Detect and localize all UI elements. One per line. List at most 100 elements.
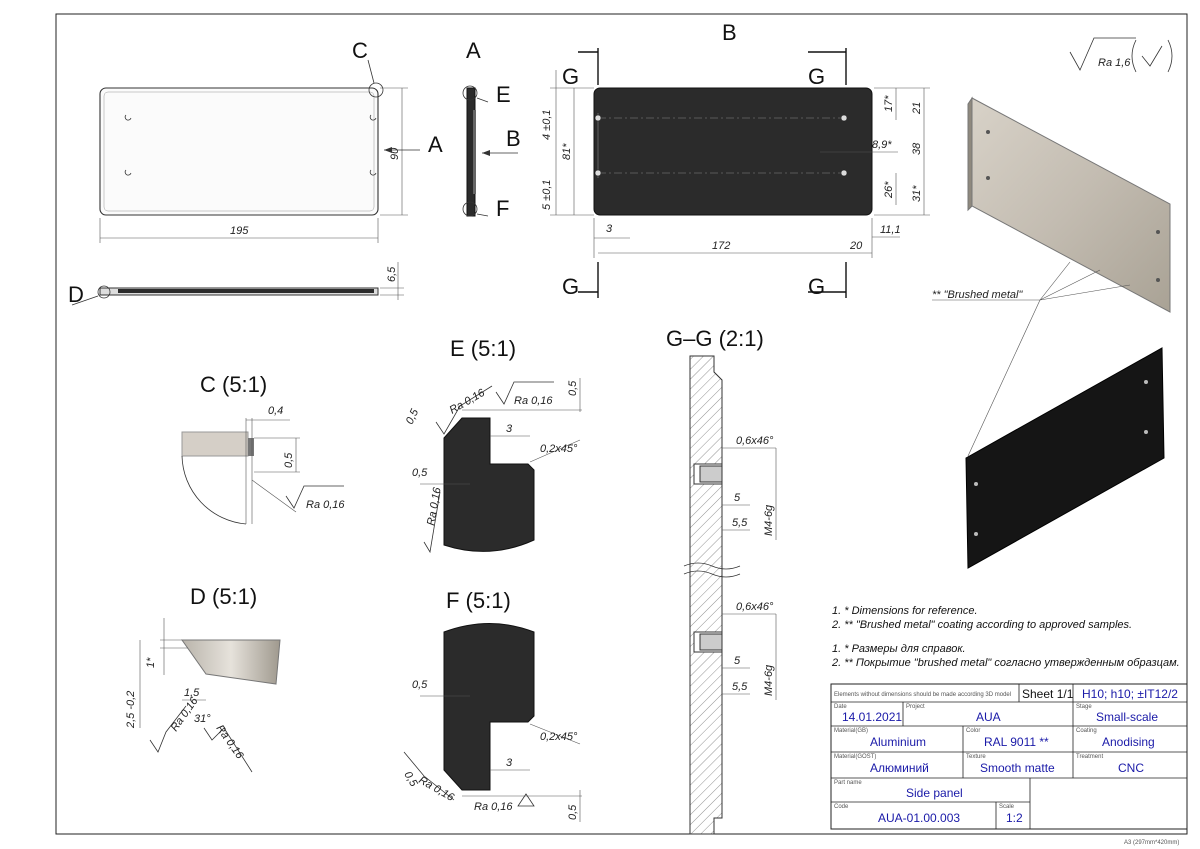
view-label-c: C <box>352 38 368 63</box>
tb-part-name: Side panel <box>906 786 963 800</box>
d-dim-31: 31° <box>194 713 211 725</box>
tb-color-label: Color <box>966 728 980 734</box>
g-dim-5-5b: 5,5 <box>732 681 748 693</box>
dim-21: 21 <box>911 102 923 115</box>
detail-d-circle <box>97 285 111 299</box>
e-dim-chamfer: 0,2x45° <box>540 443 578 455</box>
e-ra-2: Ra 0,16 <box>514 395 553 407</box>
c-ra: Ra 0,16 <box>306 499 345 511</box>
dim-20: 20 <box>849 240 863 252</box>
section-gg-title: G–G (2:1) <box>666 326 764 351</box>
tb-treatment: CNC <box>1118 761 1144 775</box>
iso-view-metal <box>967 96 1171 313</box>
e-dim-0-5c: 0,5 <box>404 407 422 427</box>
tb-general-note: Elements without dimensions should be ma… <box>834 692 1011 698</box>
g-dim-5: 5 <box>734 492 741 504</box>
tb-date: 14.01.2021 <box>842 710 902 724</box>
d-dim-1: 1* <box>145 657 157 668</box>
g-dim-m4b: M4-6g <box>763 664 775 696</box>
tb-sheet: Sheet 1/1 <box>1022 687 1074 701</box>
e-ra-1: Ra 0,16 <box>448 387 488 417</box>
dim-31: 31* <box>911 185 923 202</box>
tb-code-label: Code <box>834 804 849 810</box>
tb-project-label: Project <box>906 704 925 710</box>
tb-scale-label: Scale <box>999 804 1015 810</box>
detail-c-title: C (5:1) <box>200 372 267 397</box>
section-label-g4: G <box>808 274 825 299</box>
section-label-g1: G <box>562 64 579 89</box>
tb-stage-label: Stage <box>1076 704 1092 710</box>
section-gg: G–G (2:1) 0,6x46° 5 5,5 M4-6g 0,6x46° 5 … <box>666 326 777 835</box>
detail-c-circle <box>368 82 384 98</box>
tb-project: AUA <box>976 710 1001 724</box>
note-4: 2. ** Покрытие "brushed metal" согласно … <box>831 657 1180 669</box>
dim-17: 17* <box>883 95 895 112</box>
dim-81: 81* <box>561 143 573 160</box>
tb-material-ru: Алюминий <box>870 761 929 775</box>
g-dim-m4: M4-6g <box>763 504 775 536</box>
view-title-a: A <box>466 38 481 63</box>
g-dim-0-6: 0,6x46° <box>736 435 774 447</box>
f-dim-chamfer: 0,2x45° <box>540 731 578 743</box>
tb-color: RAL 9011 ** <box>984 735 1049 749</box>
dim-172: 172 <box>712 240 730 252</box>
f-dim-0-5c: 0,5 <box>401 770 419 790</box>
dim-26: 26* <box>883 181 895 199</box>
tb-stage: Small-scale <box>1096 710 1158 724</box>
f-dim-0-5b: 0,5 <box>567 804 579 820</box>
edge-view: D 6,5 <box>68 262 404 307</box>
d-dim-1-5: 1,5 <box>184 687 200 699</box>
f-ra-2: Ra 0,16 <box>474 801 513 813</box>
c-dim-0-5: 0,5 <box>283 452 295 468</box>
g-dim-0-6b: 0,6x46° <box>736 601 774 613</box>
tb-material-ru-label: Material(GOST) <box>834 754 876 760</box>
tb-material: Aluminium <box>870 735 926 749</box>
dim-11-1: 11,1 <box>880 224 901 236</box>
hole-marks <box>124 114 377 176</box>
note-1: 1. * Dimensions for reference. <box>832 605 978 617</box>
side-view-a: A E F B <box>462 38 521 221</box>
detail-f-title: F (5:1) <box>446 588 511 613</box>
e-dim-0-5b: 0,5 <box>567 380 579 396</box>
f-ra-1: Ra 0,16 <box>417 774 457 804</box>
view-label-b-arrow: B <box>506 126 521 151</box>
roughness-symbol: Ra 1,6 <box>1069 37 1173 73</box>
dim-5: 5 ±0,1 <box>541 179 553 210</box>
plan-view: C 195 90 A <box>99 38 443 243</box>
view-label-f: F <box>496 196 509 221</box>
g-dim-5-5: 5,5 <box>732 517 748 529</box>
title-block: Elements without dimensions should be ma… <box>830 683 1188 830</box>
f-dim-3: 3 <box>506 757 513 769</box>
detail-e-title: E (5:1) <box>450 336 516 361</box>
tb-code: AUA-01.00.003 <box>878 811 960 825</box>
g-dim-5b: 5 <box>734 655 741 667</box>
dim-4: 4 ±0,1 <box>541 109 553 140</box>
e-ra-3: Ra 0,16 <box>425 486 444 527</box>
view-label-a-arrow: A <box>428 132 443 157</box>
note-2: 2. ** "Brushed metal" coating according … <box>831 619 1132 631</box>
view-label-e: E <box>496 82 511 107</box>
detail-d-title: D (5:1) <box>190 584 257 609</box>
tb-date-label: Date <box>834 704 847 710</box>
tb-coating: Anodising <box>1102 735 1155 749</box>
e-dim-3: 3 <box>506 423 513 435</box>
tb-material-label: Material(GB) <box>834 728 868 734</box>
tb-texture: Smooth matte <box>980 761 1055 775</box>
dim-8-9: 8,9* <box>872 139 892 151</box>
tb-tolerances: H10; h10; ±IT12/2 <box>1082 687 1178 701</box>
notes: 1. * Dimensions for reference. 2. ** "Br… <box>831 605 1180 669</box>
d-ra-2: Ra 0,16 <box>214 723 246 762</box>
e-dim-0-5: 0,5 <box>412 467 428 479</box>
section-label-g2: G <box>808 64 825 89</box>
tb-scale: 1:2 <box>1006 811 1023 825</box>
dim-195: 195 <box>230 225 249 237</box>
section-label-g3: G <box>562 274 579 299</box>
c-dim-0-4: 0,4 <box>268 405 283 417</box>
f-dim-0-5: 0,5 <box>412 679 428 691</box>
dim-38: 38 <box>911 142 923 155</box>
note-3: 1. * Размеры для справок. <box>832 643 966 655</box>
detail-c: C (5:1) 0,4 0,5 Ra 0,16 <box>181 372 345 525</box>
coating-label: ** "Brushed metal" <box>932 289 1023 301</box>
tb-texture-label: Texture <box>966 754 986 760</box>
sheet-format: A3 (297mm*420mm) <box>1124 840 1179 846</box>
